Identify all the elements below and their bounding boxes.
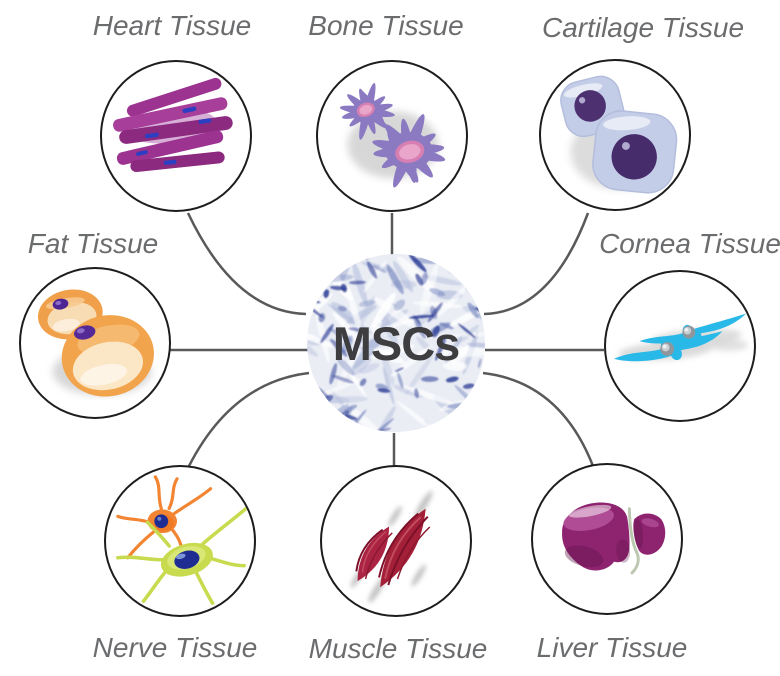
heart-tissue-label: Heart Tissue [92, 10, 252, 41]
nerve-tissue-illustration [116, 475, 248, 605]
connector-cartilage [483, 212, 590, 316]
connector-nerve [187, 371, 310, 467]
bone-tissue-illustration [339, 82, 446, 188]
fat-tissue-node [19, 267, 171, 419]
bone-tissue-node [316, 60, 468, 212]
cornea-tissue-node [604, 270, 756, 422]
muscle-tissue-label: Muscle Tissue [308, 633, 488, 664]
bone-tissue-label: Bone Tissue [308, 10, 464, 41]
cornea-tissue-illustration [613, 313, 749, 362]
muscle-tissue-node [320, 465, 472, 617]
cartilage-tissue-node [539, 59, 691, 211]
nerve-tissue-node [104, 465, 256, 617]
fat-tissue-illustration [37, 289, 154, 397]
muscle-tissue-illustration [350, 490, 433, 603]
connector-heart [186, 212, 307, 316]
cornea-tissue-label: Cornea Tissue [599, 228, 780, 259]
connector-liver [482, 371, 595, 467]
mscs-label: MSCs [332, 316, 461, 370]
liver-tissue-illustration [562, 502, 666, 575]
heart-tissue-illustration [113, 77, 233, 173]
heart-tissue-node [100, 60, 252, 212]
mscs-micrograph [307, 254, 485, 432]
fat-tissue-label: Fat Tissue [27, 228, 159, 259]
liver-tissue-label: Liver Tissue [536, 632, 688, 663]
cartilage-tissue-label: Cartilage Tissue [541, 12, 745, 43]
liver-tissue-node [531, 463, 683, 615]
mscs-node [306, 253, 486, 433]
nerve-tissue-label: Nerve Tissue [92, 632, 258, 663]
cartilage-tissue-illustration [560, 75, 678, 194]
